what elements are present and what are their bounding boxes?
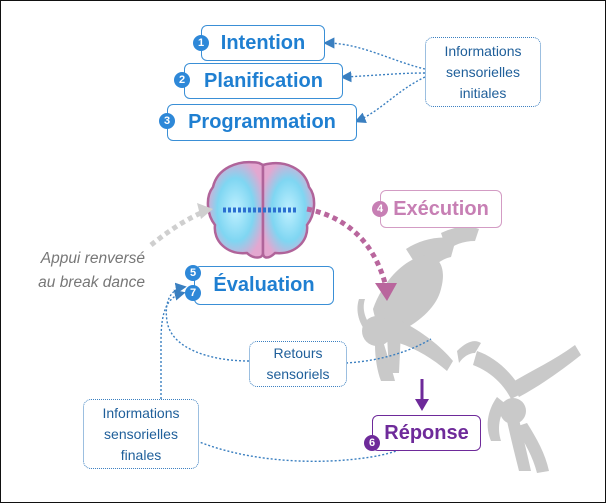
info-line: Informations	[444, 42, 522, 59]
stage-execution: Exécution	[380, 190, 502, 228]
stage-number-badge: 5	[185, 265, 201, 281]
initial-info-connectors	[323, 37, 426, 123]
stage-label: Intention	[220, 31, 306, 54]
stage-planification: Planification	[184, 63, 343, 99]
stage-reponse: Réponse	[372, 415, 481, 451]
info-line: sensoriels	[266, 366, 330, 382]
info-line: Informations	[102, 404, 180, 421]
stage-number-badge: 4	[372, 201, 388, 217]
info-initial: Informations sensorielles initiales	[425, 37, 541, 107]
stage-evaluation: Évaluation	[194, 266, 334, 305]
execution-arrow	[306, 206, 397, 301]
stage-number-badge: 3	[159, 113, 175, 129]
stage-programmation: Programmation	[167, 104, 357, 141]
caption-line: au break dance	[38, 274, 145, 291]
stage-label: Planification	[204, 69, 323, 92]
stage-number-badge: 1	[193, 35, 209, 51]
stage-label: Programmation	[188, 111, 336, 133]
dancer-caption: Appui renversé au break dance	[17, 247, 145, 295]
info-line: finales	[120, 446, 162, 463]
stage-intention: Intention	[201, 25, 325, 61]
stage-number-badge: 2	[174, 72, 190, 88]
stage-number-badge: 7	[185, 285, 201, 301]
gray-dotted-arrow	[149, 203, 213, 247]
caption-line: Appui renversé	[40, 250, 145, 267]
response-arrow	[415, 379, 429, 411]
stage-label: Exécution	[393, 197, 489, 220]
stage-label: Évaluation	[213, 274, 315, 296]
info-line: initiales	[459, 84, 507, 101]
info-retours: Retours sensoriels	[249, 341, 347, 387]
info-line: sensorielles	[104, 425, 178, 442]
info-final: Informations sensorielles finales	[83, 399, 199, 469]
info-line: Retours	[273, 345, 323, 361]
stage-number-badge: 6	[364, 435, 380, 451]
info-line: sensorielles	[446, 63, 520, 80]
stage-label: Réponse	[384, 421, 469, 444]
brain-illustration	[206, 160, 316, 259]
break-dancer-silhouette-2	[457, 341, 581, 473]
